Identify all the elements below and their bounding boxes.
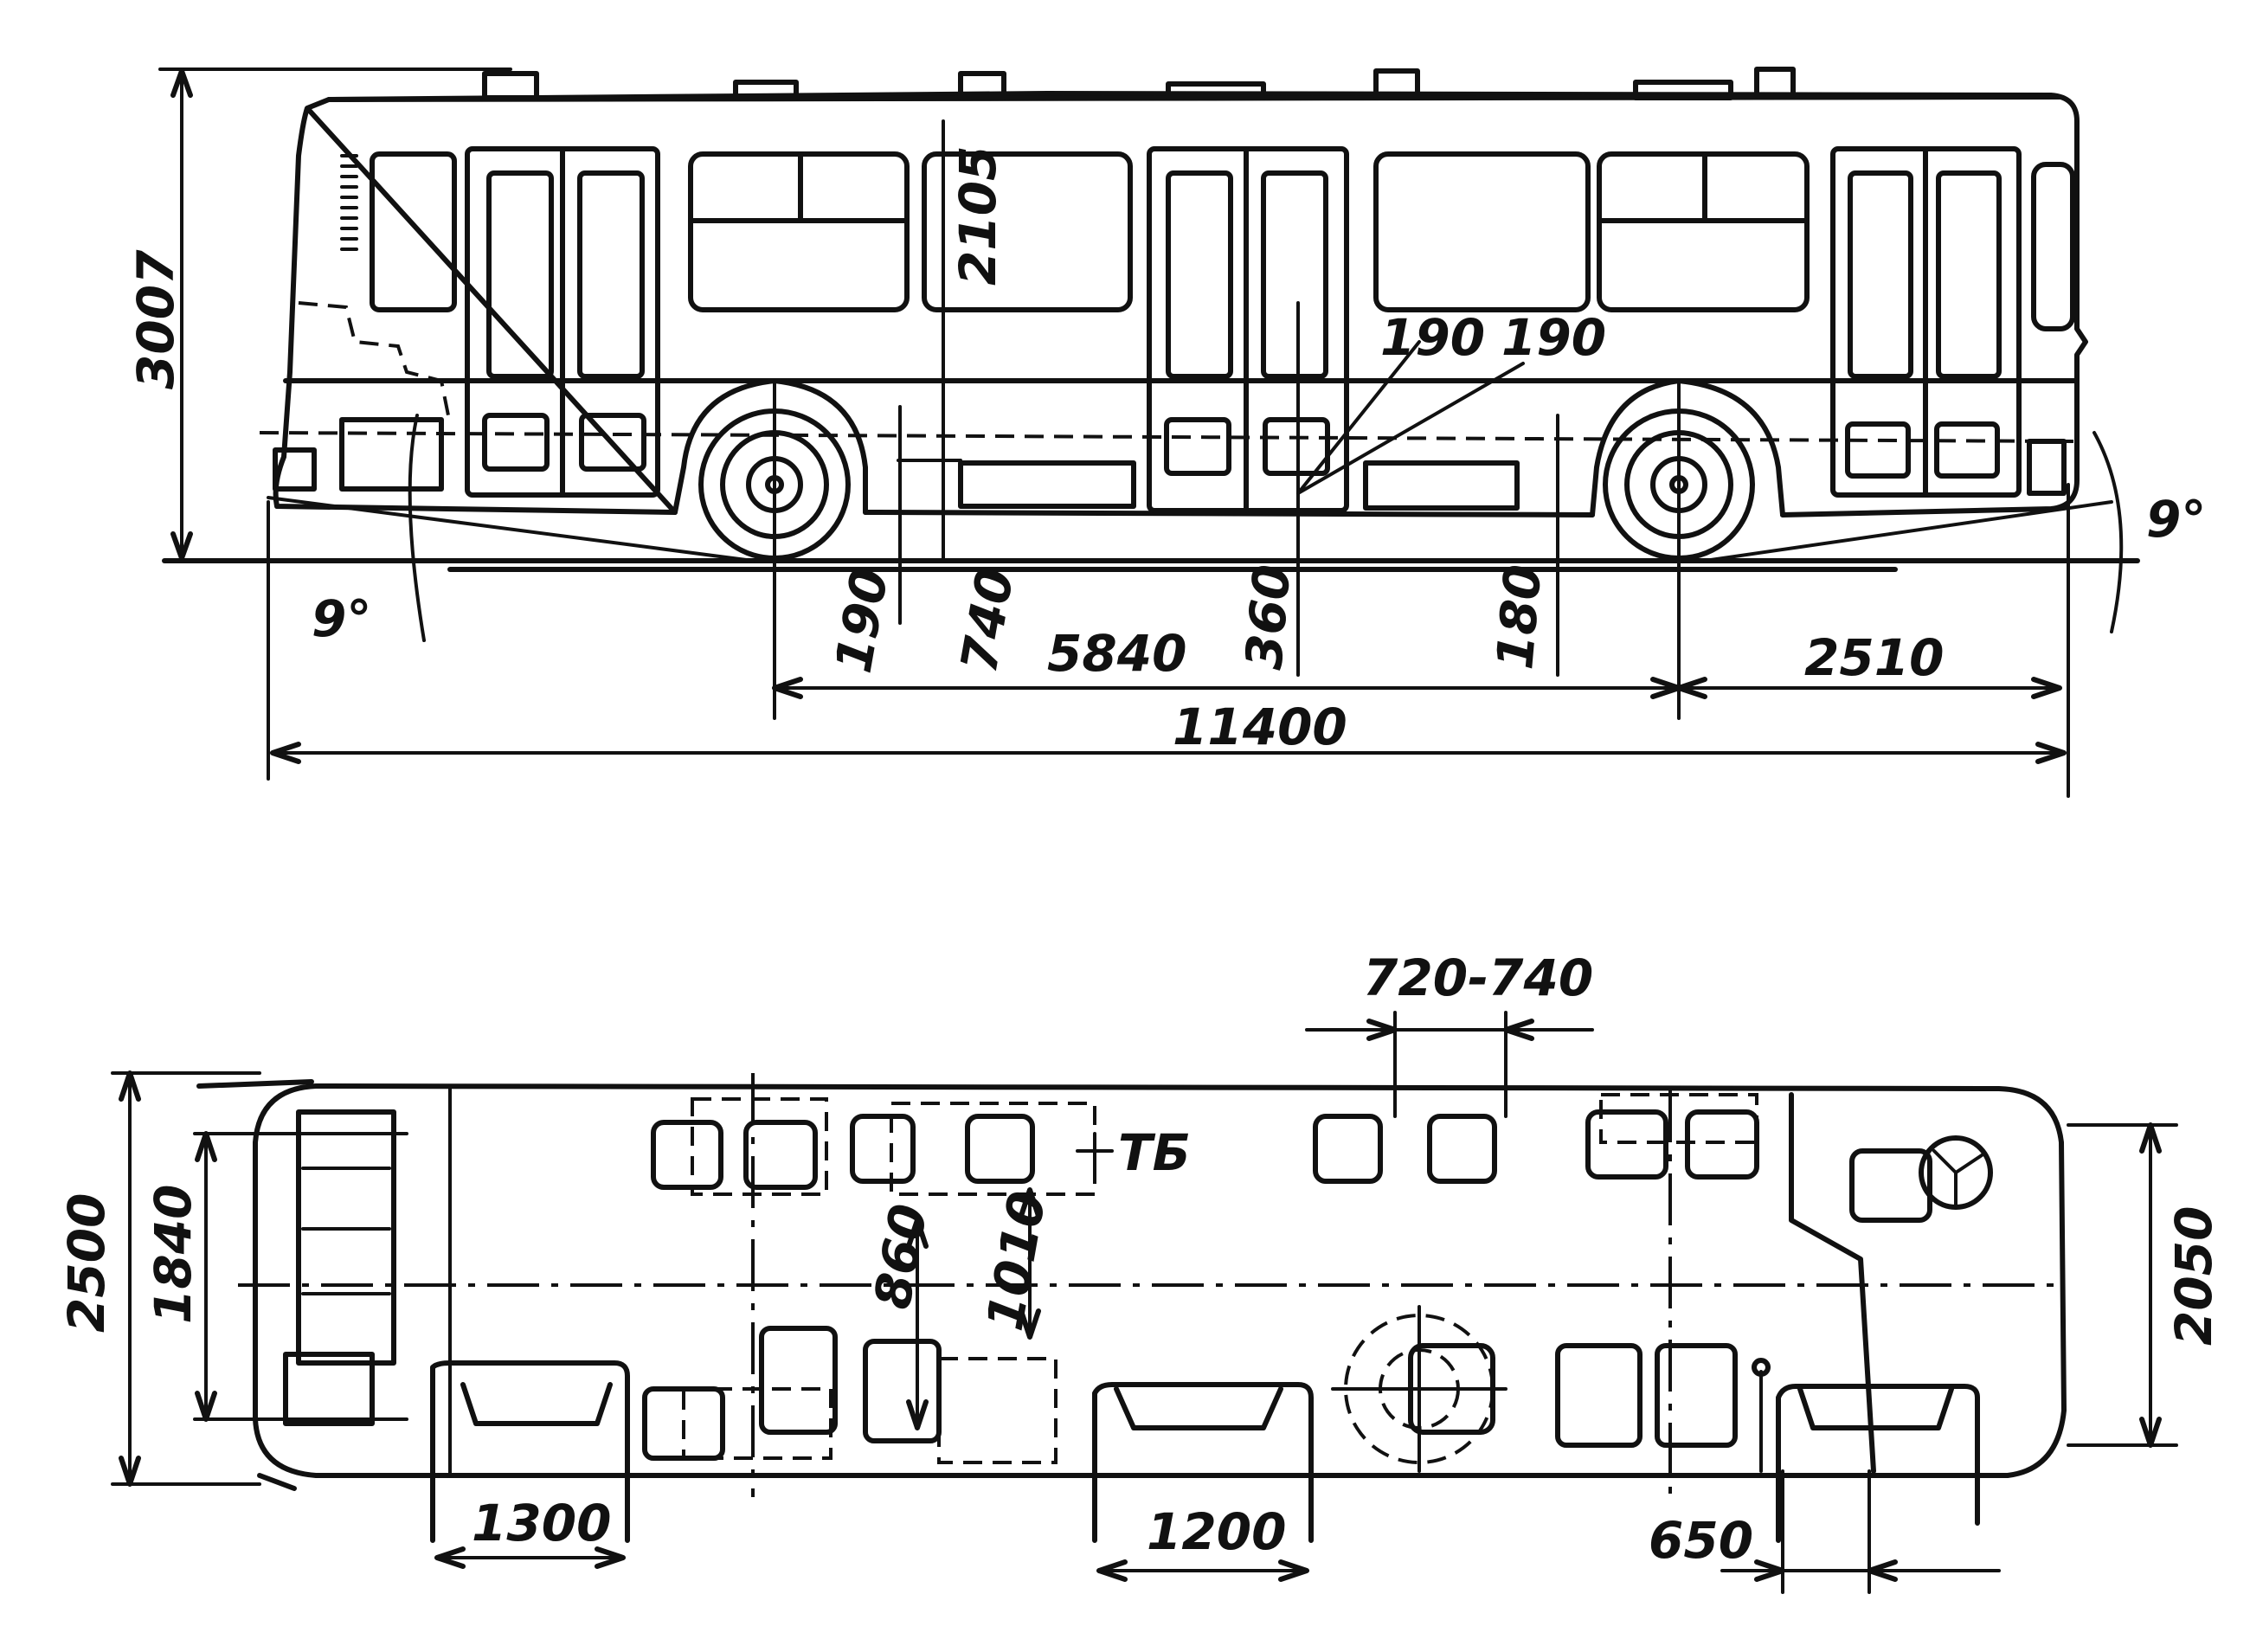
label-overall-width: 2500 [57, 1193, 116, 1333]
dim-1840-arrows [195, 1131, 217, 1422]
label-seat-pitch: 720-740 [1363, 948, 1593, 1007]
dim-1010-arrows [1019, 1187, 1041, 1340]
label-door-middle: 1200 [1147, 1502, 1286, 1561]
label-190-b: 190 [1501, 308, 1606, 367]
driver-partition [1789, 1092, 1876, 1474]
label-tb: ТБ [1118, 1123, 1191, 1182]
skirt-panel-1 [958, 460, 1136, 509]
plan-front-corner-top [196, 1079, 314, 1089]
label-overall-length: 11400 [1173, 697, 1347, 756]
label-door-rear: 650 [1649, 1511, 1753, 1570]
label-360: 360 [1234, 562, 1302, 672]
wheel-housing-icon [1331, 1305, 1508, 1473]
rear-bumper [2027, 439, 2067, 496]
plan-view: 720-740 ТБ 2500 1840 860 1010 2050 1300 … [57, 948, 2223, 1594]
middle-door [1147, 146, 1349, 513]
window-1 [688, 151, 910, 312]
grille-icon [340, 154, 358, 251]
label-190-step: 190 [824, 563, 900, 677]
label-rear-overhang: 2510 [1804, 628, 1944, 687]
leader-190a [1296, 340, 1421, 495]
approach-angle-line [267, 496, 755, 562]
dim-650-arrows [1754, 1559, 1898, 1582]
driver-seat [1849, 1148, 1932, 1223]
rear-bench-seat [283, 1109, 396, 1426]
window-4 [1597, 151, 1810, 312]
roof-hatches [482, 67, 1796, 100]
seats-top-row [651, 1109, 1759, 1190]
front-door-step [460, 1382, 613, 1426]
label-2105: 2105 [948, 146, 1007, 286]
label-860: 860 [863, 1199, 939, 1313]
leader-190b [1296, 362, 1525, 495]
dim-pitch-arrows [1366, 1019, 1534, 1041]
label-wheelbase: 5840 [1047, 624, 1186, 683]
window-2 [922, 151, 1133, 312]
skirt-panel-2 [1363, 460, 1520, 511]
dim-height-arrows [170, 68, 193, 561]
label-740: 740 [949, 563, 1025, 677]
seat-dashed-bottom-1 [682, 1387, 832, 1460]
front-side-window [370, 151, 457, 312]
label-angle-front: 9° [312, 589, 371, 648]
rear-door [1830, 146, 2022, 498]
dim-1200-arrows [1096, 1559, 1309, 1582]
window-3 [1373, 151, 1591, 312]
dim-width-arrows [119, 1070, 141, 1487]
dim-1300-arrows [434, 1546, 626, 1569]
side-view: 3007 2105 190 740 5840 360 180 2510 1140… [126, 67, 2206, 798]
steering-wheel-icon [1919, 1135, 1993, 1210]
dim-2050-arrows [2139, 1122, 2162, 1448]
seats-bottom-row [642, 1326, 1738, 1461]
dim-wheelbase-arrows [772, 677, 2062, 699]
front-bumper [273, 447, 317, 492]
label-height: 3007 [126, 249, 185, 389]
plan-front-corner [257, 1473, 297, 1491]
front-step-profile [298, 301, 452, 425]
label-interior-width: 1840 [144, 1185, 202, 1324]
label-190-a: 190 [1380, 308, 1485, 367]
front-door [465, 146, 660, 498]
label-door-front: 1300 [472, 1494, 611, 1552]
label-angle-rear: 9° [2146, 490, 2206, 549]
front-door-recess [430, 1360, 630, 1543]
rear-door-recess [1776, 1384, 1980, 1543]
seat-dashed-bottom-2 [937, 1357, 1058, 1464]
plan-body-outline [253, 1083, 2067, 1478]
departure-angle-line [1703, 500, 2113, 562]
rear-door-step [1797, 1386, 1954, 1430]
rear-window [2031, 162, 2075, 331]
middle-door-step [1114, 1386, 1283, 1430]
middle-door-recess [1092, 1382, 1314, 1543]
label-2050: 2050 [2164, 1206, 2223, 1346]
dim-length-arrows [270, 742, 2067, 764]
angle-arc-rear [2092, 431, 2124, 633]
front-panel [339, 417, 444, 492]
dim-860-arrows [906, 1218, 929, 1430]
angle-arc-front [408, 414, 426, 642]
label-180: 180 [1485, 562, 1552, 672]
label-1010: 1010 [975, 1187, 1058, 1335]
